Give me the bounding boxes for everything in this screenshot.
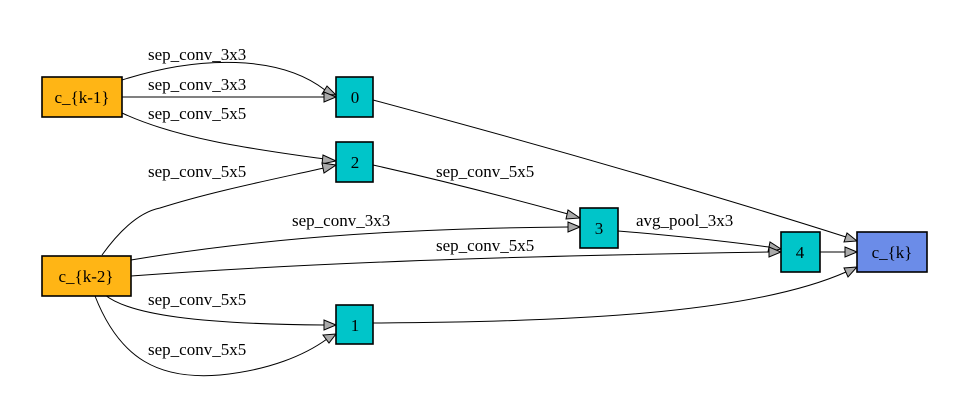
arrowhead bbox=[843, 266, 859, 278]
edges: sep_conv_3x3 sep_conv_3x3 sep_conv_5x5 s… bbox=[94, 45, 859, 377]
edge-ck2-to-4: sep_conv_5x5 bbox=[130, 236, 783, 277]
edge-ck1-to-2: sep_conv_5x5 bbox=[121, 104, 338, 165]
edge-1-to-ck bbox=[372, 266, 859, 324]
edge-label: avg_pool_3x3 bbox=[636, 211, 733, 230]
edge-label: sep_conv_3x3 bbox=[148, 45, 246, 64]
edge-label: sep_conv_3x3 bbox=[292, 211, 390, 230]
node-box bbox=[579, 207, 619, 249]
node-label: c_{k-2} bbox=[58, 267, 113, 286]
node-box bbox=[335, 76, 374, 118]
arrowhead bbox=[321, 162, 338, 174]
edge-label: sep_conv_5x5 bbox=[148, 340, 246, 359]
edge-path bbox=[130, 226, 569, 261]
edge-ck1-to-0-upper: sep_conv_3x3 bbox=[121, 45, 338, 96]
arrowhead bbox=[321, 154, 338, 165]
edge-label: sep_conv_5x5 bbox=[148, 290, 246, 309]
arrowhead bbox=[567, 221, 582, 233]
edge-path bbox=[372, 164, 569, 215]
node-1[interactable]: 1 bbox=[335, 304, 374, 345]
arrowhead bbox=[323, 319, 338, 331]
node-c-k-1[interactable]: c_{k-1} bbox=[41, 76, 123, 118]
edge-4-to-ck bbox=[820, 246, 859, 258]
node-label: 4 bbox=[796, 243, 805, 262]
node-0[interactable]: 0 bbox=[335, 76, 374, 118]
node-box bbox=[41, 76, 123, 118]
node-box bbox=[780, 231, 821, 273]
edge-label: sep_conv_5x5 bbox=[148, 162, 246, 181]
node-2[interactable]: 2 bbox=[335, 141, 374, 183]
node-box bbox=[41, 255, 132, 297]
node-label: 2 bbox=[351, 153, 360, 172]
edge-0-to-ck bbox=[372, 99, 859, 243]
edge-path bbox=[104, 294, 325, 326]
edge-path bbox=[372, 271, 847, 324]
node-c-k[interactable]: c_{k} bbox=[856, 231, 928, 273]
node-label: 3 bbox=[595, 219, 604, 238]
edge-path bbox=[121, 61, 326, 91]
node-4[interactable]: 4 bbox=[780, 231, 821, 273]
edge-path bbox=[101, 167, 325, 256]
edge-2-to-3: sep_conv_5x5 bbox=[372, 162, 582, 220]
node-label: c_{k} bbox=[872, 243, 913, 262]
nodes: c_{k-1} c_{k-2} 0 2 3 4 1 c_{k} bbox=[41, 76, 928, 345]
node-box bbox=[335, 304, 374, 345]
node-label: 0 bbox=[351, 88, 360, 107]
node-c-k-2[interactable]: c_{k-2} bbox=[41, 255, 132, 297]
edge-ck2-to-2: sep_conv_5x5 bbox=[101, 162, 338, 256]
edge-ck2-to-3: sep_conv_3x3 bbox=[130, 211, 582, 261]
node-label: c_{k-1} bbox=[54, 88, 109, 107]
edge-label: sep_conv_5x5 bbox=[436, 236, 534, 255]
edge-ck2-to-1-lower: sep_conv_5x5 bbox=[94, 295, 338, 377]
arrowhead bbox=[768, 246, 783, 258]
edge-path bbox=[121, 112, 325, 160]
edge-ck2-to-1-upper: sep_conv_5x5 bbox=[104, 290, 338, 331]
arrowhead bbox=[322, 333, 338, 344]
node-3[interactable]: 3 bbox=[579, 207, 619, 249]
arrowhead bbox=[323, 91, 338, 103]
edge-3-to-4: avg_pool_3x3 bbox=[617, 211, 783, 253]
node-box bbox=[856, 231, 928, 273]
edge-path bbox=[372, 99, 847, 238]
edge-label: sep_conv_5x5 bbox=[436, 162, 534, 181]
arrowhead bbox=[844, 246, 859, 258]
arrowhead bbox=[565, 209, 582, 220]
arrowhead bbox=[843, 232, 859, 243]
edge-path bbox=[94, 295, 328, 377]
edge-label: sep_conv_5x5 bbox=[148, 104, 246, 123]
node-label: 1 bbox=[351, 316, 360, 335]
edge-label: sep_conv_3x3 bbox=[148, 75, 246, 94]
edge-path bbox=[617, 230, 770, 248]
edge-path bbox=[130, 251, 770, 277]
node-box bbox=[335, 141, 374, 183]
edge-ck1-to-0-straight: sep_conv_3x3 bbox=[122, 75, 338, 103]
